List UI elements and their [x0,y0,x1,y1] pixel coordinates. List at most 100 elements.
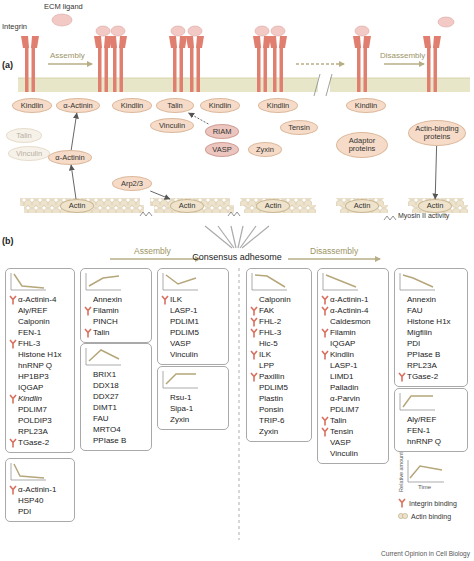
protein-oval: VASP [205,142,239,157]
protein-row: Talin [84,327,148,338]
protein-row: DDX27 [84,391,148,402]
protein-row: ILK [161,294,225,305]
protein-name: IQGAP [18,382,43,393]
membrane [330,78,470,92]
protein-row: PDLIM5 [161,327,225,338]
protein-name: Adaptor proteins [337,137,387,153]
mark-cell [321,426,330,437]
trend-curve [326,275,356,287]
protein-row: VASP [161,338,225,349]
protein-name: ILK [259,349,271,360]
mark-cell [84,435,93,446]
graph-axes [86,348,121,365]
protein-row: PDLIM1 [161,316,225,327]
protein-oval: Actin [60,199,94,213]
protein-name: α-Actinin-1 [330,294,368,305]
protein-name: Histone H1x [18,349,62,360]
integrin-binding-mark [9,438,17,448]
converging-arrows [205,226,269,248]
protein-name: Migfilin [407,327,432,338]
protein-name: Vinculin [159,122,185,130]
mark-cell [9,404,18,415]
mark-cell [321,349,330,360]
protein-row: Calponin [250,294,308,305]
mark-cell [250,426,259,437]
protein-row: Paxillin [250,371,308,382]
mark-cell [321,404,330,415]
integrin-binding-mark [322,329,328,338]
protein-name: PDLIM7 [330,404,359,415]
protein-row: BRIX1 [84,369,148,380]
protein-oval: Zyxin [248,142,282,157]
protein-name: LPP [259,360,274,371]
protein-row: LASP-1 [321,360,385,371]
graph-axes [86,273,121,290]
protein-name: Talin [330,415,346,426]
protein-row: PPIase B [84,435,148,446]
integrin-binding-mark [322,307,328,316]
mark-cell [398,338,407,349]
protein-name: TRIP-6 [259,415,284,426]
protein-row: FHL-2 [250,316,308,327]
integrin [423,36,441,92]
protein-name: α-Actinin [55,154,84,162]
protein-name: Rsu-1 [170,392,191,403]
mark-cell [321,338,330,349]
mark-cell [321,415,330,426]
protein-name: Actin [427,202,444,210]
ecm-ligand [96,26,110,36]
disassembly-arrow [288,258,380,260]
protein-oval: Arp2/3 [112,176,152,191]
mark-cell [321,316,330,327]
connector-arrow [189,113,209,124]
protein-row: Plastin [250,393,308,404]
text-label: Time [418,484,431,490]
protein-name: PDLIM1 [170,316,199,327]
mark-cell [250,338,259,349]
protein-row: Caldesmon [321,316,385,327]
mark-cell [161,338,170,349]
mark-cell [161,414,170,425]
mark-cell [398,414,407,425]
protein-name: FEN-1 [18,327,41,338]
integrin [253,36,271,92]
protein-group-box: α-Actinin-4Aly/REFCalponinFEN-1FHL-3Hist… [5,268,75,453]
trend-graph [250,272,288,292]
mark-cell [250,316,259,327]
protein-name: hnRNP Q [18,360,52,371]
protein-name: Aly/REF [407,414,436,425]
protein-name: DIMT1 [93,402,117,413]
protein-row: Migfilin [398,327,464,338]
integrin-binding-mark [10,395,16,404]
protein-row: LIMD1 [321,371,385,382]
protein-row: Histone H1x [9,349,71,360]
protein-name: Kindlin [330,349,354,360]
protein-name: FHL-2 [259,316,281,327]
protein-name: VASP [212,146,231,154]
protein-name: Tensin [330,426,353,437]
connector-arrow [150,191,170,199]
mark-cell [250,404,259,415]
protein-row: MRTO4 [84,424,148,435]
protein-name: Actin-binding proteins [409,125,465,141]
mark-cell [9,371,18,382]
protein-row: LASP-1 [161,305,225,316]
protein-name: Vinculin [170,349,198,360]
mark-cell [321,360,330,371]
graph-axes [163,273,198,290]
protein-oval: Talin [6,128,42,143]
protein-oval: Kindlin [258,98,298,113]
protein-row: TRIP-6 [250,415,308,426]
mark-cell [321,371,330,382]
mark-cell [250,371,259,382]
protein-oval: Kindlin [112,98,152,113]
protein-name: FAU [93,413,109,424]
protein-name: Zyxin [256,146,274,154]
mark-cell [84,327,93,338]
protein-row: Sipa-1 [161,403,225,414]
graph-axes [11,463,46,480]
trend-graph [84,272,122,292]
integrin [94,36,112,92]
protein-row: IQGAP [9,382,71,393]
protein-row: α-Parvin [321,393,385,404]
